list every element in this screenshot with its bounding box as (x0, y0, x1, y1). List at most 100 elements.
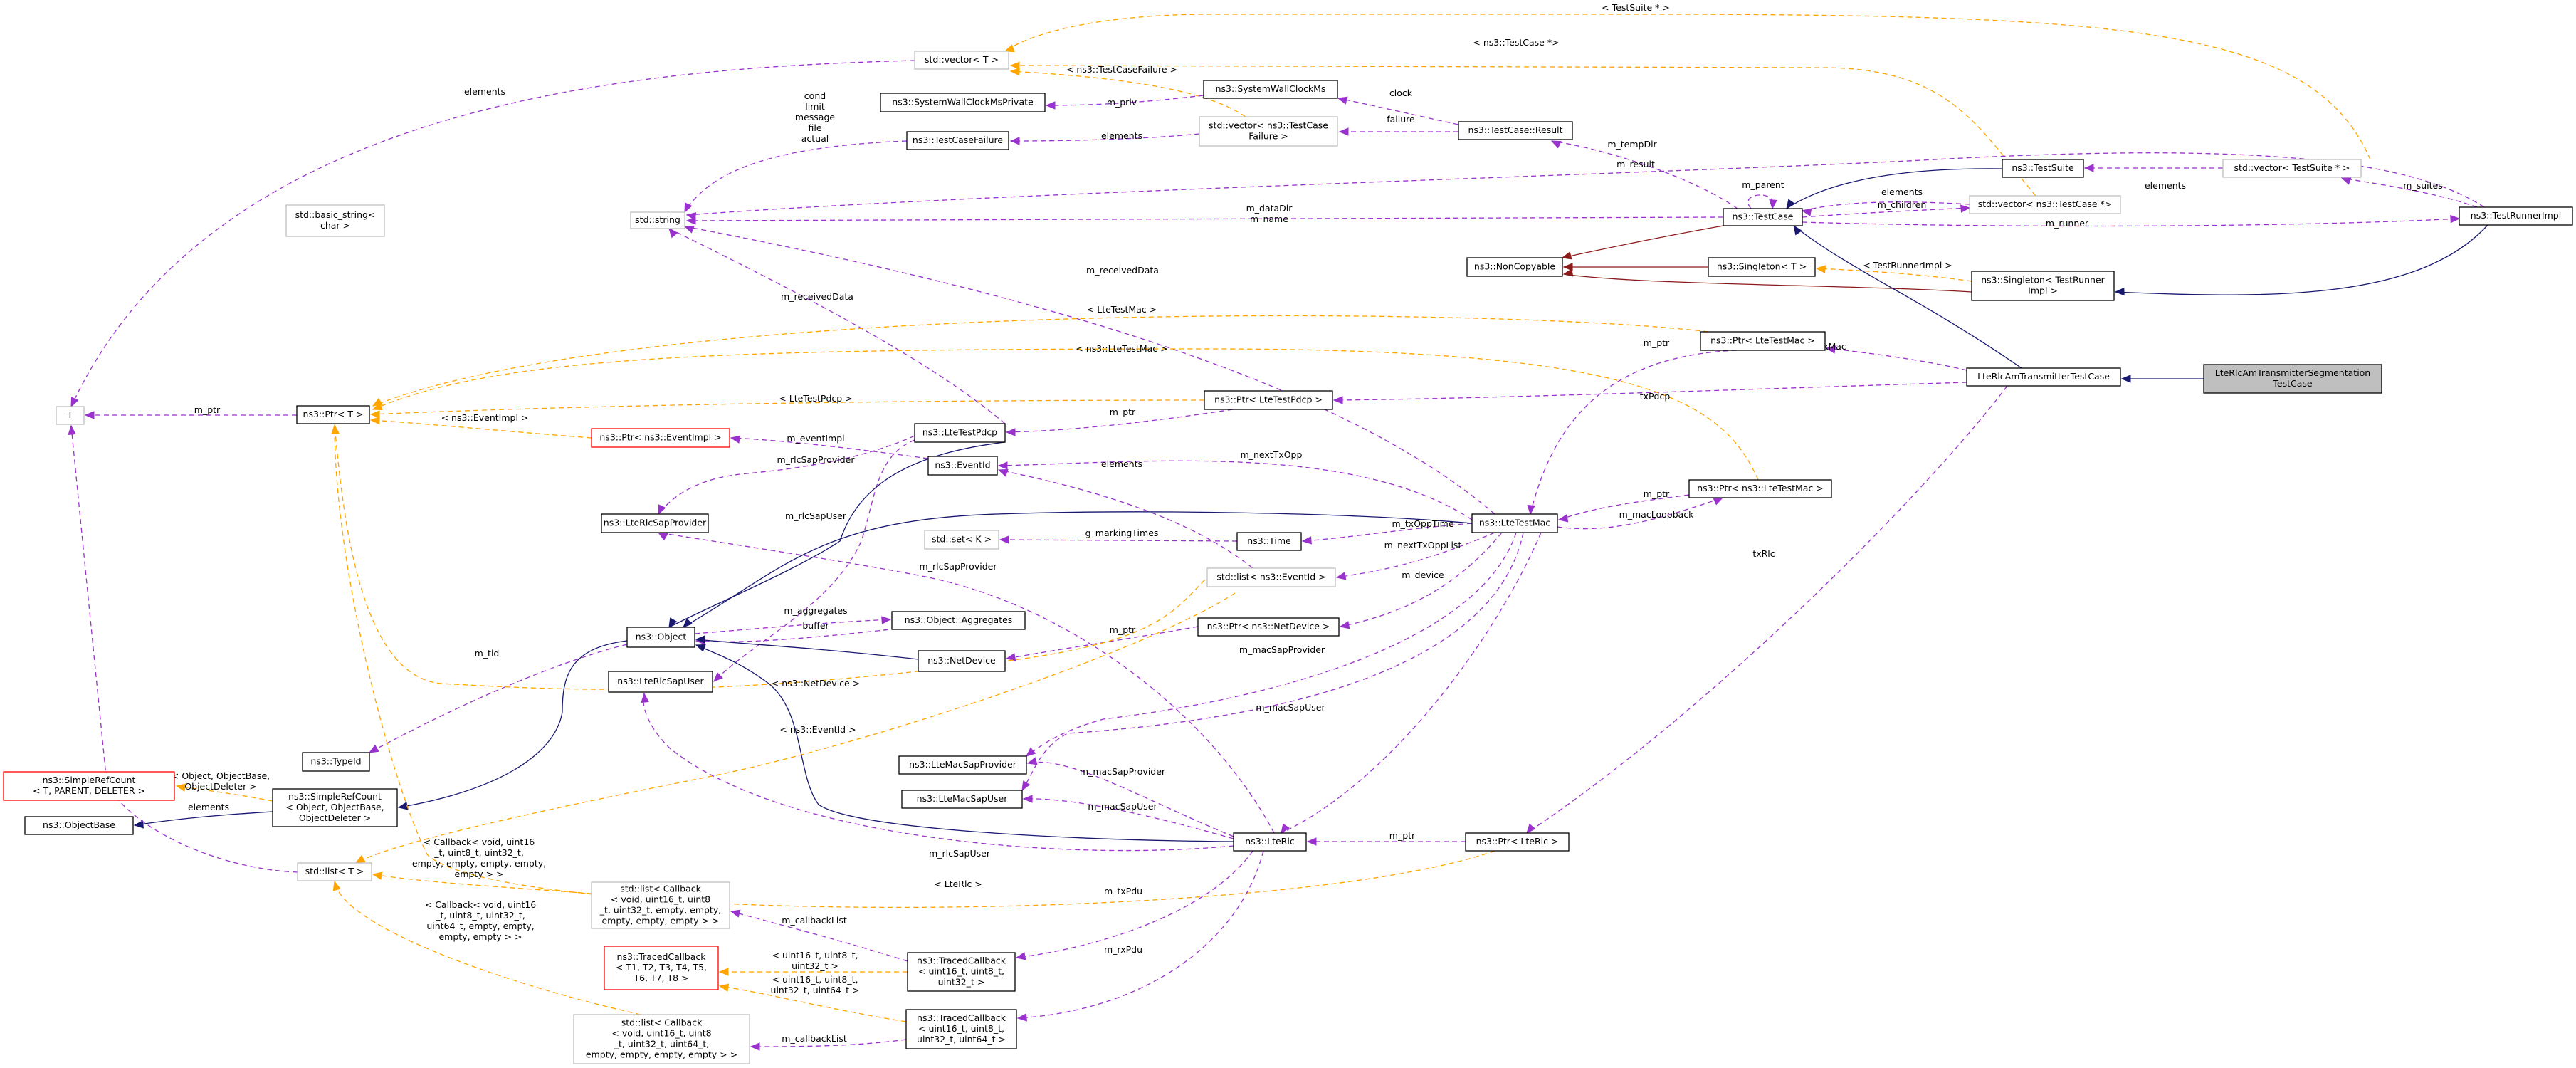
class-node-swcm-private[interactable]: ns3::SystemWallClockMsPrivate (880, 93, 1046, 112)
edge-line (713, 439, 915, 682)
class-node-object[interactable]: ns3::Object (626, 627, 695, 648)
class-node-list-eventid[interactable]: std::list< ns3::EventId > (1206, 567, 1336, 587)
class-node-singleton-T[interactable]: ns3::Singleton< T > (1708, 257, 1816, 277)
edge-label: m_txOppTime (1392, 518, 1453, 529)
class-node-traced-32[interactable]: ns3::TracedCallback< uint16_t, uint8_t,u… (907, 952, 1016, 992)
edge-use-63 (68, 424, 298, 873)
class-node-set-K[interactable]: std::set< K > (924, 530, 999, 550)
class-name: ns3::TestCase::Result (1468, 125, 1562, 135)
class-node-lterlc[interactable]: ns3::LteRlc (1233, 832, 1307, 852)
class-box (901, 790, 1023, 809)
class-name: ns3::SimpleRefCount< Object, ObjectBase,… (285, 791, 384, 823)
class-node-basic-string[interactable]: std::basic_string<char > (285, 204, 385, 237)
class-box (1203, 80, 1338, 99)
edge-label-line: empty, empty > > (438, 931, 522, 942)
edge-inh-57 (683, 511, 1473, 628)
class-node-ptr-ltetestmac[interactable]: ns3::Ptr< LteTestMac > (1700, 331, 1826, 351)
edge-label-line: < ns3::NetDevice > (772, 678, 860, 689)
class-node-ltetestpdcp[interactable]: ns3::LteTestPdcp (914, 423, 1006, 443)
class-box (907, 952, 1016, 992)
edge-label-line: txPdcp (1640, 391, 1671, 402)
class-node-ptr-ltetestpdcp[interactable]: ns3::Ptr< LteTestPdcp > (1204, 390, 1333, 410)
edge-label: m_ptr (1644, 488, 1670, 499)
class-node-list-cb32[interactable]: std::list< Callback< void, uint16_t, uin… (591, 881, 730, 929)
edge-label: elements (2145, 180, 2186, 191)
class-node-ptr-eventimpl[interactable]: ns3::Ptr< ns3::EventImpl > (591, 428, 730, 448)
class-node-rlcsapprovider[interactable]: ns3::LteRlcSapProvider (601, 513, 709, 533)
class-node-am-tx-testcase[interactable]: LteRlcAmTransmitterTestCase (1966, 367, 2121, 387)
class-name-line: ns3::Ptr< LteTestPdcp > (1214, 394, 1323, 405)
edge-label-line: elements (464, 86, 505, 97)
edge-label-line: m_nextTxOppList (1384, 540, 1462, 550)
class-node-tc-result[interactable]: ns3::TestCase::Result (1458, 121, 1573, 140)
class-node-ptr-T[interactable]: ns3::Ptr< T > (296, 405, 370, 424)
edge-label: m_device (1402, 570, 1444, 580)
class-node-netdevice[interactable]: ns3::NetDevice (918, 650, 1006, 672)
edge-label-line: m_callbackList (782, 1033, 847, 1044)
edge-line (1281, 532, 1542, 834)
class-node-list-cb64[interactable]: std::list< Callback< void, uint16_t, uin… (573, 1014, 750, 1064)
class-node-ptr-netdevice[interactable]: ns3::Ptr< ns3::NetDevice > (1197, 617, 1340, 637)
class-node-src-generic[interactable]: ns3::SimpleRefCount< T, PARENT, DELETER … (3, 771, 175, 801)
class-node-ptr-ns3-ltetestmac[interactable]: ns3::Ptr< ns3::LteTestMac > (1688, 479, 1832, 498)
class-node-src-object[interactable]: ns3::SimpleRefCount< Object, ObjectBase,… (272, 788, 398, 827)
class-node-traced-64[interactable]: ns3::TracedCallback< uint16_t, uint8_t,u… (905, 1009, 1017, 1049)
class-box (1233, 832, 1307, 852)
edge-label: < LteTestPdcp > (779, 393, 852, 404)
class-node-typeid[interactable]: ns3::TypeId (302, 752, 370, 772)
edge-line (1302, 523, 1473, 542)
class-name-line: ns3::SystemWallClockMs (1216, 83, 1326, 94)
class-name-line: std::vector< ns3::TestCase (1209, 120, 1328, 131)
class-node-objectbase[interactable]: ns3::ObjectBase (24, 816, 134, 835)
class-node-vector-tc[interactable]: std::vector< ns3::TestCase *> (1969, 195, 2121, 214)
edge-label-line: _t, uint8_t, uint32_t, (435, 910, 525, 921)
class-node-noncopyable[interactable]: ns3::NonCopyable (1466, 257, 1563, 277)
class-box (1971, 271, 2115, 301)
arrowhead-icon (354, 854, 366, 864)
class-name: ns3::EventId (935, 460, 990, 471)
edge-line (684, 226, 1495, 515)
arrowhead-icon (685, 216, 696, 225)
class-node-traced-generic[interactable]: ns3::TracedCallback< T1, T2, T3, T4, T5,… (604, 946, 719, 990)
class-node-macsapuser[interactable]: ns3::LteMacSapUser (901, 790, 1023, 809)
class-node-T[interactable]: T (56, 406, 85, 425)
class-node-testcase[interactable]: ns3::TestCase (1723, 208, 1803, 226)
class-name: LteRlcAmTransmitterTestCase (1977, 371, 2110, 382)
class-node-ltetestmac[interactable]: ns3::LteTestMac (1471, 513, 1558, 533)
class-node-list-T[interactable]: std::list< T > (297, 862, 372, 881)
class-node-vector-T[interactable]: std::vector< T > (914, 51, 1009, 70)
class-node-ptr-lterlc[interactable]: ns3::Ptr< LteRlc > (1465, 832, 1570, 852)
class-node-std-string[interactable]: std::string (630, 211, 685, 229)
class-node-macsapprovider[interactable]: ns3::LteMacSapProvider (898, 755, 1027, 775)
class-name-line: ns3::SimpleRefCount (288, 791, 382, 802)
class-node-testsuite[interactable]: ns3::TestSuite (2002, 159, 2084, 178)
class-box (1206, 567, 1336, 587)
edge-label: m_parent (1742, 179, 1784, 190)
class-node-swcm[interactable]: ns3::SystemWallClockMs (1203, 80, 1338, 99)
arrowhead-icon (1301, 536, 1312, 545)
class-name-line: ObjectDeleter > (299, 812, 371, 823)
edge-label-line: m_macSapUser (1256, 702, 1325, 713)
class-node-runner-impl[interactable]: ns3::TestRunnerImpl (2459, 206, 2573, 226)
class-name-line: Failure > (1248, 131, 1288, 142)
edge-line (1802, 218, 2460, 227)
edge-label-line: m_tid (475, 648, 500, 659)
edge-label: m_rlcSapUser (929, 848, 991, 859)
edge-label-line: elements (1881, 187, 1923, 197)
class-node-vector-ts[interactable]: std::vector< TestSuite * > (2222, 159, 2362, 178)
class-node-testcase-failure[interactable]: ns3::TestCaseFailure (906, 131, 1009, 150)
class-node-eventid[interactable]: ns3::EventId (927, 456, 998, 476)
class-node-time[interactable]: ns3::Time (1236, 532, 1302, 551)
class-node-rlcsapuser[interactable]: ns3::LteRlcSapUser (608, 671, 713, 693)
edge-line (686, 152, 2485, 216)
edge-label: < ns3::TestCase *> (1473, 37, 1559, 48)
edge-label-line: m_ptr (1110, 624, 1136, 635)
arrowhead-icon (2340, 177, 2352, 185)
arrowhead-icon (730, 435, 741, 444)
class-name: ns3::TracedCallback< T1, T2, T3, T4, T5,… (616, 951, 707, 983)
class-node-aggregates[interactable]: ns3::Object::Aggregates (891, 611, 1026, 630)
